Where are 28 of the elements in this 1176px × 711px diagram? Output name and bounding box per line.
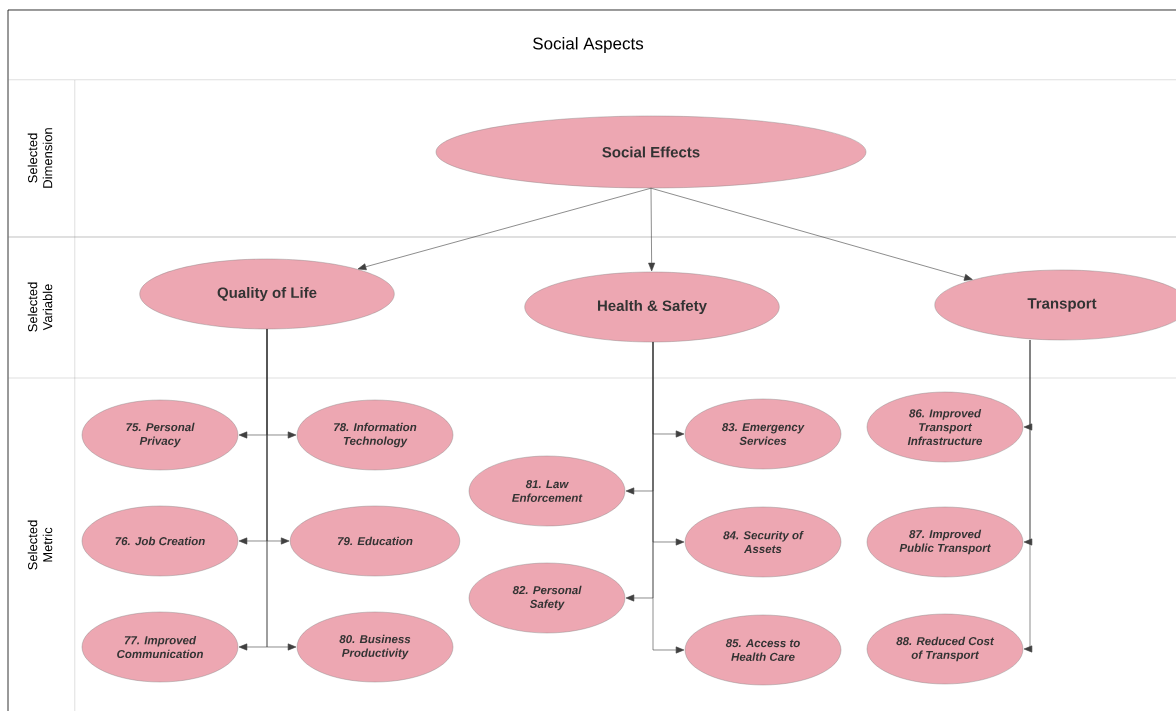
- arrow: [266, 328, 297, 651]
- ellipse-node: 81. Law Enforcement: [468, 455, 626, 527]
- ellipse-node: 85. Access to Health Care: [684, 614, 842, 686]
- ellipse-node: 84. Security of Assets: [684, 506, 842, 578]
- arrow: [650, 187, 973, 281]
- row-label: Selected Variable: [27, 282, 53, 332]
- table-title: Social Aspects: [533, 37, 644, 53]
- ellipse-node: Transport: [934, 269, 1176, 341]
- ellipse-node: 88. Reduced Cost of Transport: [866, 613, 1024, 685]
- ellipse-node: 83. Emergency Services: [684, 398, 842, 470]
- arrow: [652, 341, 685, 654]
- ellipse-node: 87. Improved Public Transport: [866, 506, 1024, 578]
- ellipse-node: 82. Personal Safety: [468, 562, 626, 634]
- arrow: [648, 187, 656, 272]
- row-label: Selected Dimension: [27, 128, 53, 188]
- ellipse-node: Quality of Life: [139, 258, 395, 330]
- ellipse-node: Social Effects: [435, 115, 867, 189]
- ellipse-node: 78. Information Technology: [296, 399, 454, 471]
- ellipse-node: 80. Business Productivity: [296, 611, 454, 683]
- ellipse-node: Health & Safety: [524, 271, 780, 343]
- ellipse-node: 77. Improved Communication: [81, 611, 239, 683]
- ellipse-node: 75. Personal Privacy: [81, 399, 239, 471]
- arrow: [1023, 339, 1033, 653]
- row-label: Selected Metric: [27, 520, 53, 570]
- ellipse-node: 76. Job Creation: [81, 505, 239, 577]
- ellipse-node: 86. Improved Transport Infrastructure: [866, 391, 1024, 463]
- ellipse-node: 79. Education: [289, 505, 461, 577]
- arrow: [357, 187, 652, 271]
